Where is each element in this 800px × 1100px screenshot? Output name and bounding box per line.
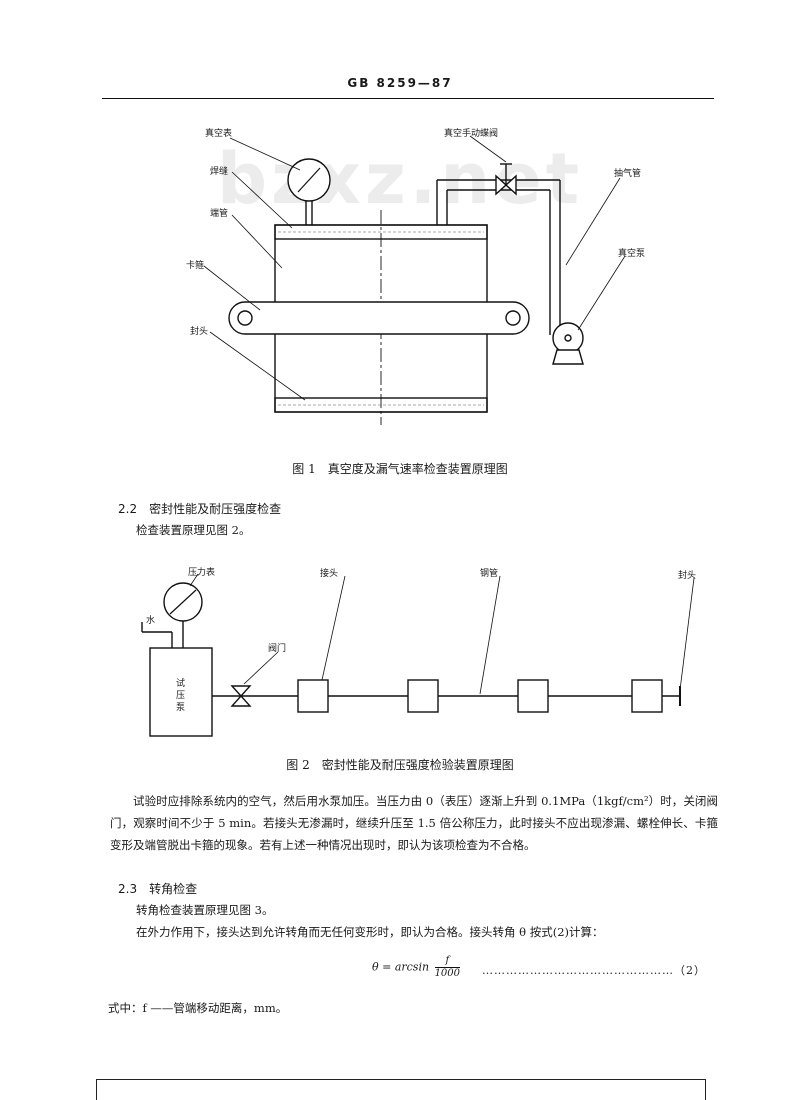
clamp-bolt-right <box>505 310 521 326</box>
vacuum-pump-icon <box>552 322 584 354</box>
section-2-3-text: 在外力作用下，接头达到允许转角而无任何变形时，即认为合格。接头转角 θ 按式(2… <box>136 925 604 939</box>
clamp-band <box>228 301 530 335</box>
formula-lhs: θ = arcsin <box>372 960 430 974</box>
label-end-pipe: 端管 <box>210 209 229 219</box>
figure-1-diagram <box>203 135 626 425</box>
section-2-3-intro: 转角检查装置原理见图 3。 <box>136 903 274 917</box>
formula-numerator: f <box>434 955 461 968</box>
joint-box-1 <box>297 679 329 713</box>
watermark: bzxz.net <box>216 138 584 220</box>
bottom-frame <box>96 1079 706 1100</box>
header-rule <box>102 98 714 99</box>
formula-denominator: 1000 <box>434 968 461 979</box>
label-pump-3: 泵 <box>176 703 186 713</box>
test-pump-box <box>149 647 213 737</box>
label-steel-pipe: 钢管 <box>480 569 499 579</box>
label-joint: 接头 <box>320 569 339 579</box>
section-2-3-heading: 2.3 转角检查 <box>118 882 198 896</box>
joint-box-3 <box>517 679 549 713</box>
joint-box-2 <box>407 679 439 713</box>
standard-code: GB 8259—87 <box>347 76 453 90</box>
formula-fraction: f 1000 <box>434 955 461 980</box>
label-manual-valve: 真空手动蝶阀 <box>444 129 499 139</box>
label-vacuum-gauge: 真空表 <box>205 129 233 139</box>
label-vacuum-pump: 真空泵 <box>618 249 646 259</box>
section-2-2-intro: 检查装置原理见图 2。 <box>136 523 251 537</box>
paragraph-test-procedure: 试验时应排除系统内的空气，然后用水泵加压。当压力由 0（表压）逐渐上升到 0.1… <box>110 794 718 852</box>
label-exhaust-pipe: 抽气管 <box>614 169 642 179</box>
formula-where: 式中：f ——管端移动距离，mm。 <box>108 1001 288 1015</box>
label-pump-2: 压 <box>176 691 186 701</box>
label-weld: 焊缝 <box>210 167 229 177</box>
formula-2: θ = arcsin f 1000 <box>372 955 461 980</box>
formula-number: （2） <box>674 964 706 977</box>
valve-icon <box>230 685 252 707</box>
label-end-cap-2: 封头 <box>678 571 697 581</box>
label-pump-1: 试 <box>176 679 186 689</box>
joint-box-4 <box>631 679 663 713</box>
label-end-cap: 封头 <box>190 327 209 337</box>
figure-2-diagram <box>141 573 695 737</box>
clamp-bolt-left <box>237 310 253 326</box>
formula-dots: …………………………………………（2） <box>482 964 706 977</box>
figure-2-caption: 图 2 密封性能及耐压强度检验装置原理图 <box>286 758 514 772</box>
label-valve: 阀门 <box>268 644 287 654</box>
label-water: 水 <box>146 616 156 626</box>
label-clamp: 卡箍 <box>186 261 205 271</box>
label-pressure-gauge: 压力表 <box>188 568 216 578</box>
figure-1-caption: 图 1 真空度及漏气速率检查装置原理图 <box>292 462 508 476</box>
section-2-2-heading: 2.2 密封性能及耐压强度检查 <box>118 502 282 516</box>
